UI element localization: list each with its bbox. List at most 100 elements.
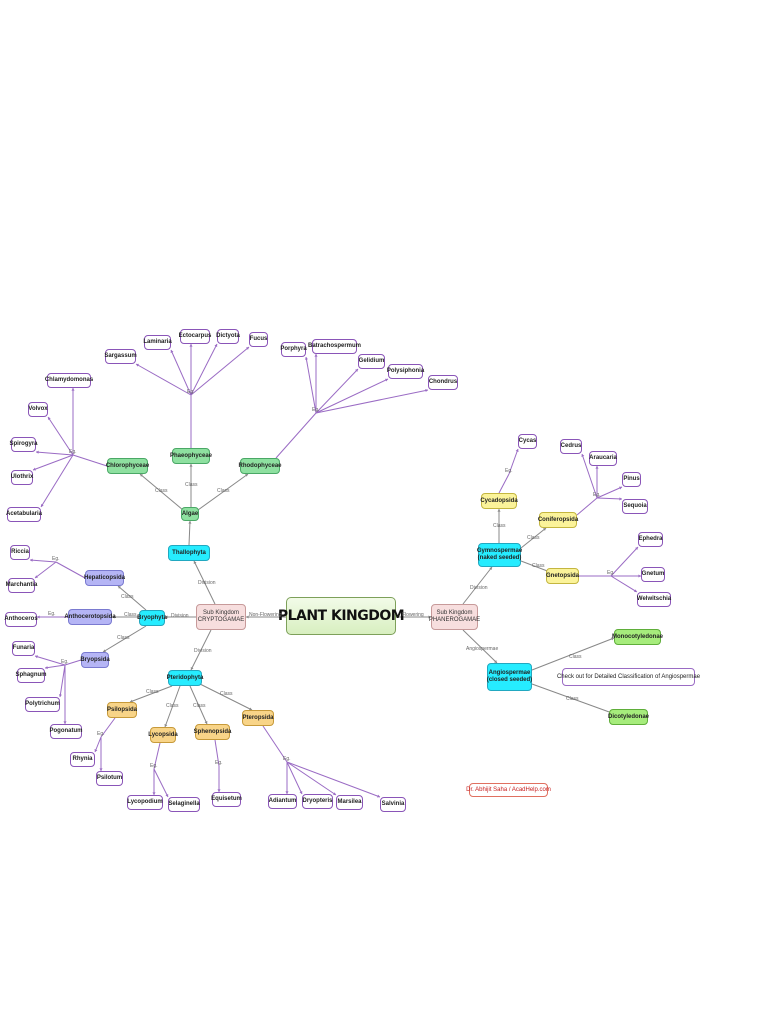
example-coniferopsida-1: Araucaria xyxy=(589,451,617,466)
example-chlorophyceae-3: Ulothrix xyxy=(11,470,33,485)
edge-crypto-thallophyta-line xyxy=(193,560,216,605)
label-class-mono: Class xyxy=(569,654,582,660)
edge-phanero-angio-line xyxy=(462,629,498,664)
edge-eg-pteropsida-2-line xyxy=(286,761,337,796)
edge-eg-coniferopsida-2-head xyxy=(619,486,622,490)
edge-gymno-gneto-line xyxy=(520,560,551,573)
edge-eg-hepaticopsida-0-head xyxy=(30,558,33,562)
edge-eg-rhodophyceae-0-line xyxy=(305,356,317,414)
example-lycopsida-1: Selaginella xyxy=(168,797,200,812)
edge-crypto-thallophyta-head xyxy=(193,561,197,564)
group-pteropsida: Pteropsida xyxy=(242,710,274,726)
edge-pterido-ptero-line xyxy=(199,683,253,711)
group-lycopsida: Lycopsida xyxy=(148,727,178,743)
edge-eg-phaeophyceae-0-head xyxy=(136,363,139,367)
label-eg-hepaticopsida: Eg. xyxy=(52,556,60,562)
edge-eg-phaeophyceae-4-line xyxy=(190,346,250,396)
example-coniferopsida-0: Cedrus xyxy=(560,439,582,454)
edge-eg-chlorophyceae-2-line xyxy=(35,451,74,456)
example-coniferopsida-3: Sequoia xyxy=(622,499,648,514)
label-class-psilo: Class xyxy=(146,689,159,695)
edge-eg-pteropsida-3-head xyxy=(377,794,380,798)
label-class-conifer: Class xyxy=(527,535,540,541)
edge-eg-coniferopsida-0-line xyxy=(581,453,598,499)
example-anthocerotopsida-0: Anthoceros xyxy=(4,612,38,627)
edge-pterido-lyco-line xyxy=(164,685,181,728)
example-bryopsida-2: Polytrichum xyxy=(25,697,60,712)
edge-eg-pteropsida-2-head xyxy=(333,792,336,795)
example-coniferopsida-2: Pinus xyxy=(622,472,641,487)
edge-eg-chlorophyceae-3-line xyxy=(32,454,74,471)
edge-eg-lycopsida-0-head xyxy=(152,792,156,795)
edge-lycopsida-to-eg xyxy=(153,742,161,770)
example-phaeophyceae-2: Ectocarpus xyxy=(179,329,211,344)
label-eg-sphenopsida: Eg. xyxy=(215,760,223,766)
edge-eg-psilopsida-0-line xyxy=(94,736,102,753)
edge-eg-pteropsida-0-head xyxy=(285,791,289,794)
label-eg-lycopsida: Eg. xyxy=(150,763,158,769)
edge-crypto-bryophyta-head xyxy=(165,615,168,619)
label-class-phaeo: Class xyxy=(185,482,198,488)
edge-bryo-hepatico-line xyxy=(117,585,147,611)
label-eg-gnetopsida: Eg. xyxy=(607,570,615,576)
edge-bryo-hepatico-head xyxy=(118,586,121,589)
example-bryopsida-3: Pogonatum xyxy=(50,724,83,739)
edge-eg-gnetopsida-2-head xyxy=(634,589,637,592)
example-gnetopsida-1: Gnetum xyxy=(641,567,665,582)
edge-algae-chloro-head xyxy=(140,474,143,477)
edge-gymno-cycad-head xyxy=(497,509,501,512)
edge-bryo-antho-head xyxy=(112,615,115,619)
edge-thallophyta-algae-line xyxy=(188,520,191,546)
division-bryophyta: Bryophyta xyxy=(137,610,167,626)
edge-cycadopsida-to-eg xyxy=(498,473,510,494)
edge-pterido-spheno-line xyxy=(189,685,208,725)
division-angiospermae: Angiospermae(closed seeded) xyxy=(487,663,532,691)
edge-algae-rhodo-head xyxy=(245,474,248,477)
edge-crypto-pteridophyta-line xyxy=(190,629,212,671)
edge-eg-coniferopsida-3-head xyxy=(619,497,622,501)
edge-eg-gnetopsida-2-line xyxy=(610,575,638,593)
edge-eg-gnetopsida-1-head xyxy=(638,574,641,578)
edge-eg-phaeophyceae-3-line xyxy=(190,343,218,396)
edge-eg-rhodophyceae-0-head xyxy=(304,357,308,360)
edge-eg-coniferopsida-3-line xyxy=(596,497,623,500)
example-bryopsida-1: Sphagnum xyxy=(16,668,47,683)
example-lycopsida-0: Lycopodium xyxy=(127,795,163,810)
edge-eg-chlorophyceae-4-head xyxy=(41,504,44,507)
edge-gymno-conifer-line xyxy=(520,527,547,549)
credit-label: Dr. Abhijit Saha / AcadHelp.com xyxy=(466,783,551,797)
group-anthocerotopsida: Anthocerotopsida xyxy=(64,609,116,625)
edge-eg-pteropsida-1-line xyxy=(286,761,303,795)
example-gnetopsida-2: Welwitschia xyxy=(637,592,671,607)
connector-lines xyxy=(29,343,641,798)
division-thallophyta: Thallophyta xyxy=(168,545,210,561)
edge-gymno-conifer-head xyxy=(543,528,546,531)
group-bryopsida: Bryopsida xyxy=(80,652,110,668)
label-eg-anthocerotopsida: Eg. xyxy=(48,611,56,617)
label-angiospermae: Angiospermae xyxy=(466,646,499,652)
edge-eg-rhodophyceae-3-line xyxy=(315,378,389,414)
example-rhodophyceae-4: Chondrus xyxy=(428,375,458,390)
edge-pterido-ptero-head xyxy=(249,707,252,711)
edge-psilopsida-to-eg xyxy=(100,717,116,738)
edge-title-to-cryptogamae-head xyxy=(246,615,249,619)
edge-pteropsida-to-eg xyxy=(262,725,288,763)
edge-phanero-gymno-head xyxy=(489,567,492,570)
edge-angio-dicot-line xyxy=(531,683,613,714)
example-rhodophyceae-0: Porphyra xyxy=(280,342,307,357)
division-pteridophyta: Pteridophyta xyxy=(167,670,203,686)
example-pteropsida-1: Dryopteris xyxy=(302,794,333,809)
edge-eg-phaeophyceae-2-head xyxy=(189,344,193,347)
edge-eg-rhodophyceae-2-head xyxy=(355,369,358,372)
edge-eg-chlorophyceae-3-head xyxy=(33,467,36,471)
label-class-hepatico: Class xyxy=(121,594,134,600)
edge-eg-coniferopsida-2-line xyxy=(596,486,623,499)
edge-thallophyta-algae-head xyxy=(188,521,192,524)
example-pteropsida-3: Salvinia xyxy=(380,797,406,812)
edge-eg-phaeophyceae-0-line xyxy=(135,363,192,396)
edge-eg-cycadopsida-0-line xyxy=(508,448,519,475)
example-pteropsida-2: Marsilea xyxy=(336,795,363,810)
edge-eg-bryopsida-0-head xyxy=(35,655,38,659)
